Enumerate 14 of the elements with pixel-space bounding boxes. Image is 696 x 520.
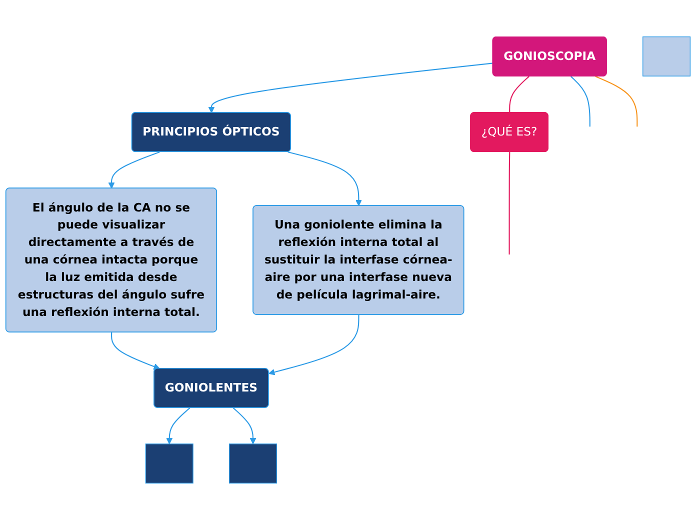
arrow: [288, 151, 362, 206]
connector: [508, 152, 510, 255]
connector: [570, 76, 590, 127]
node-box: [145, 444, 194, 484]
arrow: [208, 62, 494, 114]
connector: [595, 76, 638, 127]
node-box: [229, 444, 278, 484]
connector: [509, 76, 530, 113]
arrow: [166, 408, 190, 444]
arrow: [110, 332, 160, 370]
node-box: [642, 36, 691, 76]
arrow: [268, 314, 360, 376]
arrow: [232, 408, 256, 444]
arrow: [108, 152, 160, 189]
